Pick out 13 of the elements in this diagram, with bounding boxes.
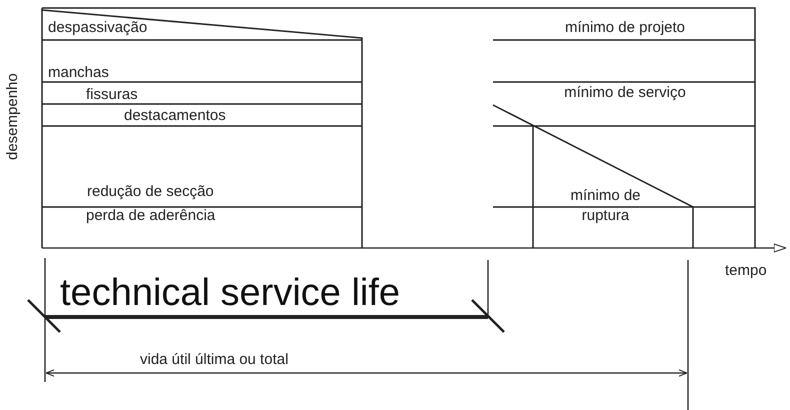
band-label: destacamentos: [124, 107, 226, 125]
threshold-label: mínimo de serviço: [563, 84, 687, 102]
band-label: fissuras: [86, 86, 138, 104]
dimension-label: vida útil última ou total: [140, 351, 288, 369]
threshold-label: mínimo de projeto: [564, 18, 686, 38]
band-label: despassivação: [48, 19, 148, 37]
band-label: manchas: [48, 64, 109, 82]
dimension-label: technical service life: [60, 271, 400, 315]
band-label: perda de aderência: [86, 207, 216, 225]
axis-label: desempenho: [4, 73, 22, 160]
band-label: redução de secção: [87, 183, 214, 201]
threshold-label: mínimo de ruptura: [569, 186, 642, 226]
axis-label: tempo: [725, 262, 767, 280]
